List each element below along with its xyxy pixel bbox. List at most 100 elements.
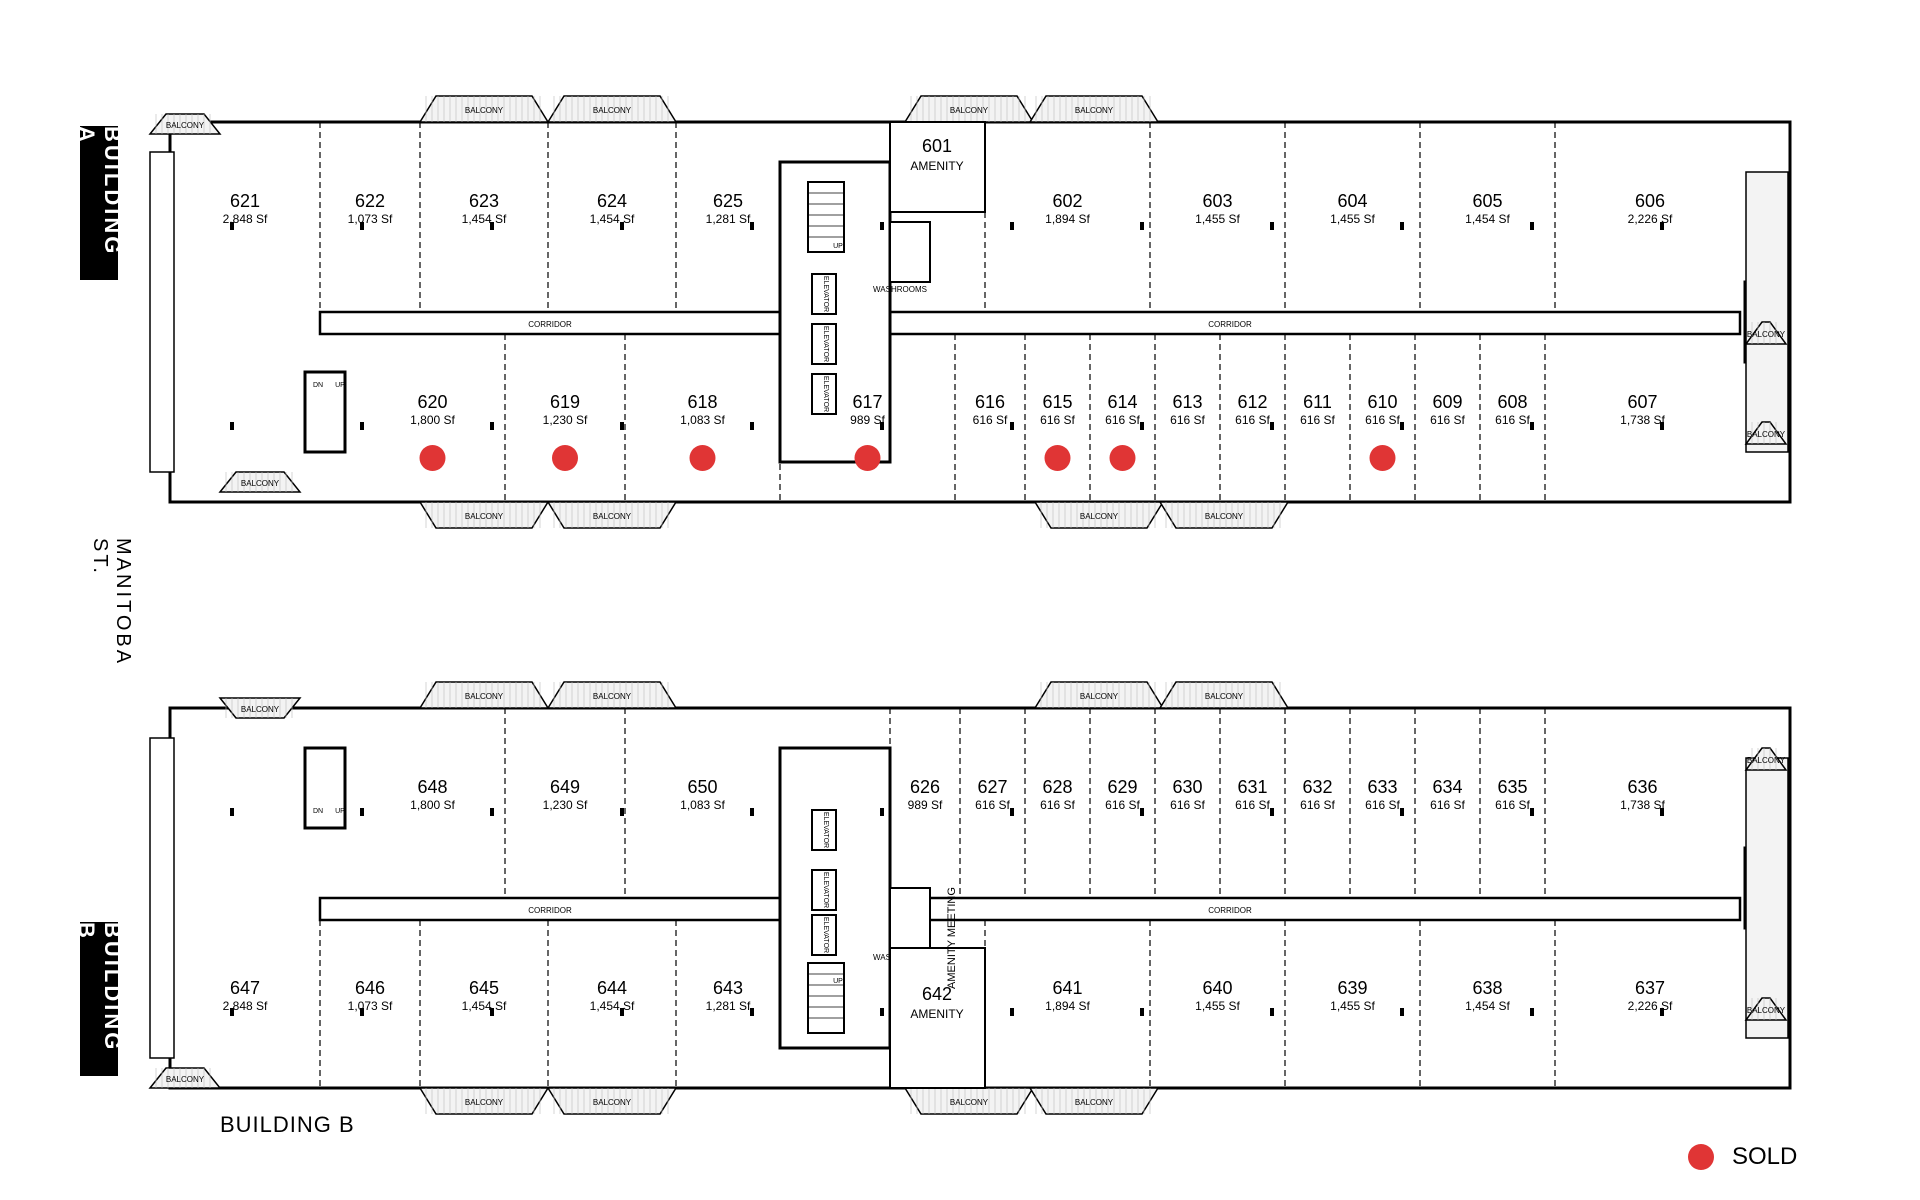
unit-area: 1,800 Sf xyxy=(410,798,455,812)
corridor xyxy=(318,310,1742,336)
unit-number: 649 xyxy=(550,777,580,797)
balcony-label: BALCONY xyxy=(465,512,504,521)
column xyxy=(490,808,494,816)
unit-number: 636 xyxy=(1627,777,1657,797)
unit-number: 641 xyxy=(1052,978,1082,998)
balcony: BALCONY xyxy=(546,501,678,529)
unit-number: 633 xyxy=(1367,777,1397,797)
corridor-label: CORRIDOR xyxy=(528,906,572,915)
elevator-car xyxy=(811,373,837,415)
balcony: BALCONY xyxy=(1158,501,1290,529)
unit-area: 616 Sf xyxy=(1105,413,1140,427)
balcony: BALCONY xyxy=(148,113,222,135)
unit-area: 616 Sf xyxy=(1040,413,1075,427)
unit-number: 610 xyxy=(1367,392,1397,412)
stair-up-label: UP xyxy=(833,243,843,250)
stair xyxy=(807,962,845,1034)
unit-area: 1,455 Sf xyxy=(1195,999,1240,1013)
unit-area: 1,894 Sf xyxy=(1045,999,1090,1013)
unit-number: 643 xyxy=(713,978,743,998)
unit-area: 1,455 Sf xyxy=(1330,212,1375,226)
column xyxy=(230,1008,234,1016)
sold-marker xyxy=(689,445,716,471)
balcony: BALCONY xyxy=(903,95,1035,123)
stair xyxy=(807,181,845,253)
unit-area: 616 Sf xyxy=(1105,798,1140,812)
unit-number: 650 xyxy=(687,777,717,797)
unit-area: 1,738 Sf xyxy=(1620,413,1665,427)
washroom-block xyxy=(889,887,931,949)
balcony: BALCONY xyxy=(1744,421,1788,445)
unit-area: 1,073 Sf xyxy=(348,212,393,226)
balcony: BALCONY xyxy=(546,95,678,123)
legend-label: SOLD xyxy=(1732,1143,1798,1170)
unit-number: 626 xyxy=(910,777,940,797)
unit-area: 1,083 Sf xyxy=(680,798,725,812)
unit-number: 616 xyxy=(975,392,1005,412)
sold-marker xyxy=(1044,445,1071,471)
balcony: BALCONY xyxy=(1028,95,1160,123)
unit-number: 629 xyxy=(1107,777,1137,797)
column xyxy=(880,1008,884,1016)
unit-area: 1,454 Sf xyxy=(590,212,635,226)
sold-marker xyxy=(1109,445,1136,471)
balcony-label: BALCONY xyxy=(950,1098,989,1107)
washroom-block xyxy=(889,221,931,283)
unit-area: 616 Sf xyxy=(1235,413,1270,427)
right-glazing xyxy=(1745,171,1789,453)
unit-area: 616 Sf xyxy=(1040,798,1075,812)
unit-number: 618 xyxy=(687,392,717,412)
column xyxy=(1400,1008,1404,1016)
column xyxy=(1270,422,1274,430)
unit-area: 1,455 Sf xyxy=(1195,212,1240,226)
column xyxy=(1140,808,1144,816)
column xyxy=(620,808,624,816)
elevator-car xyxy=(811,273,837,315)
column xyxy=(1010,1008,1014,1016)
balcony-label: BALCONY xyxy=(1205,512,1244,521)
unit-area: 1,454 Sf xyxy=(462,212,507,226)
unit-number: 603 xyxy=(1202,191,1232,211)
unit-area: 2,226 Sf xyxy=(1628,212,1673,226)
balcony: BALCONY xyxy=(546,1087,678,1115)
column xyxy=(880,222,884,230)
balcony-label: BALCONY xyxy=(1747,1006,1786,1015)
column xyxy=(880,422,884,430)
balcony-label: BALCONY xyxy=(1080,512,1119,521)
unit-number: 614 xyxy=(1107,392,1137,412)
column xyxy=(1400,222,1404,230)
right-glazing xyxy=(1745,757,1789,1039)
column xyxy=(1140,1008,1144,1016)
unit-number: 645 xyxy=(469,978,499,998)
column xyxy=(1270,1008,1274,1016)
balcony-label: BALCONY xyxy=(593,512,632,521)
unit-area: 1,073 Sf xyxy=(348,999,393,1013)
unit-number: 605 xyxy=(1472,191,1502,211)
elevator-label: ELEVATOR xyxy=(822,276,829,312)
unit-number: 644 xyxy=(597,978,627,998)
column xyxy=(1660,1008,1664,1016)
legend: SOLD xyxy=(1688,1143,1797,1171)
unit-number: 604 xyxy=(1337,191,1367,211)
unit-area: 616 Sf xyxy=(1300,413,1335,427)
unit-area: 1,281 Sf xyxy=(706,212,751,226)
column xyxy=(1010,422,1014,430)
unit-number: 619 xyxy=(550,392,580,412)
column xyxy=(360,1008,364,1016)
amenity-number: 601 xyxy=(922,136,952,156)
sold-marker xyxy=(419,445,446,471)
unit-number: 611 xyxy=(1303,392,1332,412)
stair-up-label: UP xyxy=(335,808,345,815)
column xyxy=(1660,422,1664,430)
column xyxy=(490,222,494,230)
unit-area: 1,800 Sf xyxy=(410,413,455,427)
unit-number: 609 xyxy=(1432,392,1462,412)
unit-number: 624 xyxy=(597,191,627,211)
amenity-room xyxy=(889,121,986,213)
column xyxy=(880,808,884,816)
balcony: BALCONY xyxy=(418,1087,550,1115)
column xyxy=(1530,1008,1534,1016)
balcony-label: BALCONY xyxy=(1075,1098,1114,1107)
column xyxy=(750,222,754,230)
